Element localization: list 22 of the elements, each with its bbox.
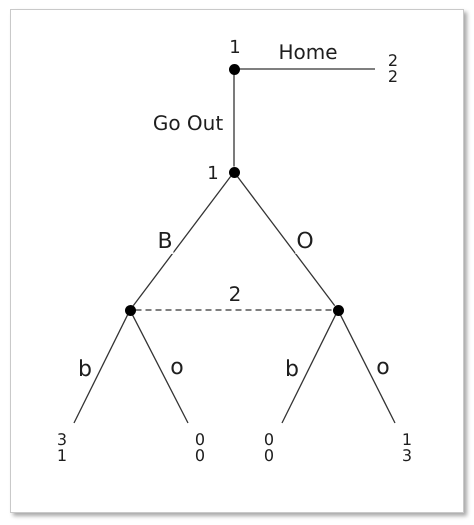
branch-line (233, 74, 235, 166)
branch-line (240, 68, 375, 70)
player-label: 1 (229, 38, 241, 58)
branch-line (281, 314, 336, 424)
branch-line (236, 176, 336, 306)
payoff-value: 3 (56, 432, 68, 448)
payoff-value: 0 (264, 448, 274, 464)
payoff-value: 1 (56, 448, 68, 464)
dashed-line (136, 309, 332, 311)
payoff-value: 3 (402, 448, 412, 464)
payoff-value: 1 (402, 432, 412, 448)
payoff-value: 2 (388, 69, 398, 85)
payoff-value: 0 (194, 448, 206, 464)
payoff-value: 0 (194, 432, 206, 448)
player-label: 1 (207, 164, 219, 184)
payoff-value: 0 (264, 432, 274, 448)
payoff-value: 2 (388, 53, 398, 69)
branch-line (73, 314, 128, 424)
branch-line (340, 314, 396, 424)
edge-label: O (295, 230, 315, 254)
branch-line (132, 176, 232, 306)
branch-line (132, 314, 189, 424)
